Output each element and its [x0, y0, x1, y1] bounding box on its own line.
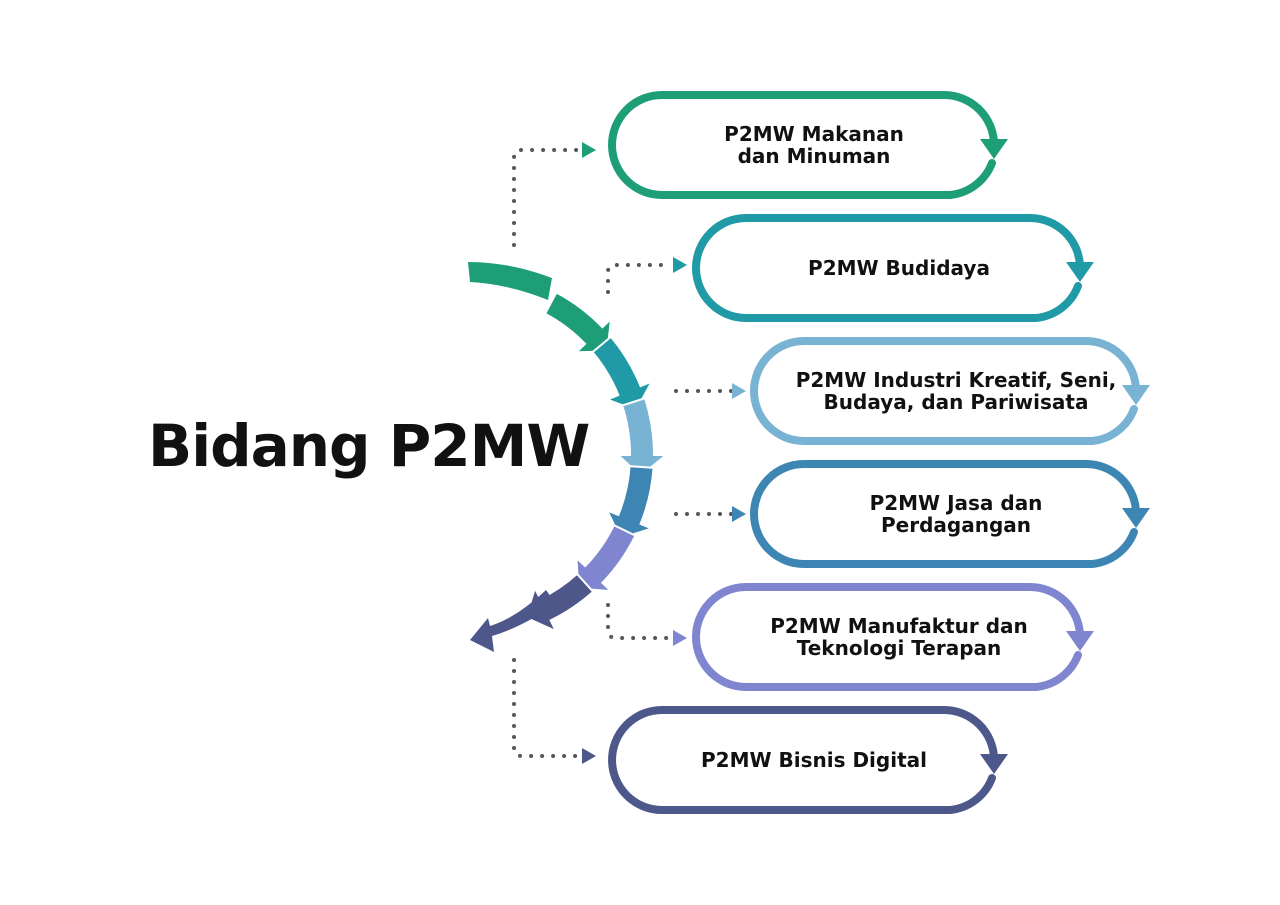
connector-arrow-icon	[732, 383, 746, 399]
pill-outline	[692, 214, 1082, 322]
connector-6	[512, 658, 580, 758]
pill-outline-arc	[1026, 213, 1084, 270]
main-title: Bidang P2MW	[148, 412, 590, 480]
pill-label: P2MW Makanan dan Minuman	[724, 122, 904, 168]
connector-5	[606, 603, 670, 640]
pill-jasa-perdagangan	[750, 459, 1150, 568]
pill-manufaktur	[692, 582, 1094, 691]
arc-entry-tail	[468, 262, 552, 300]
pill-arrow-icon	[980, 139, 1008, 159]
pill-label: P2MW Bisnis Digital	[700, 748, 928, 772]
pill-outline	[750, 337, 1138, 445]
pill-outline	[608, 706, 996, 814]
connectors	[512, 142, 746, 764]
pill-outline	[750, 460, 1138, 568]
pill-outline	[692, 583, 1082, 691]
pill-outline-arc	[940, 90, 998, 147]
pill-arrow-icon	[980, 754, 1008, 774]
arc-segment-5	[575, 523, 637, 593]
arc-segment-6	[524, 572, 595, 634]
pill-label: P2MW Budidaya	[808, 256, 990, 280]
pill-budidaya	[692, 213, 1094, 322]
pill-makanan-minuman	[608, 90, 1008, 199]
connector-2	[606, 263, 667, 294]
arc-segment-3	[615, 396, 669, 478]
pill-arrow-icon	[1122, 508, 1150, 528]
connector-arrow-icon	[582, 748, 596, 764]
pill-arrow-icon	[1066, 631, 1094, 651]
pill-outline-arc	[1026, 582, 1084, 639]
central-arc	[468, 262, 669, 652]
pill-arrow-icon	[1066, 262, 1094, 282]
pill-label: P2MW Manufaktur dan Teknologi Terapan	[770, 614, 1028, 660]
connector-arrow-icon	[673, 257, 687, 273]
connector-1	[512, 148, 580, 247]
connector-arrow-icon	[673, 630, 687, 646]
pill-label: P2MW Industri Kreatif, Seni, Budaya, dan…	[795, 368, 1117, 414]
pill-outline	[608, 91, 996, 199]
connector-arrow-icon	[582, 142, 596, 158]
pill-outline-arc	[1082, 336, 1140, 393]
category-pills	[608, 90, 1150, 814]
pill-label: P2MW Jasa dan Perdagangan	[869, 491, 1043, 537]
connector-arrow-icon	[732, 506, 746, 522]
arc-segment-1	[543, 291, 613, 354]
pill-industri-kreatif	[750, 336, 1150, 445]
pill-outline-arc	[940, 705, 998, 762]
pill-bisnis-digital	[608, 705, 1008, 814]
pill-arrow-icon	[1122, 385, 1150, 405]
pill-outline-arc	[1082, 459, 1140, 516]
arc-exit-arrow-icon	[470, 590, 556, 652]
